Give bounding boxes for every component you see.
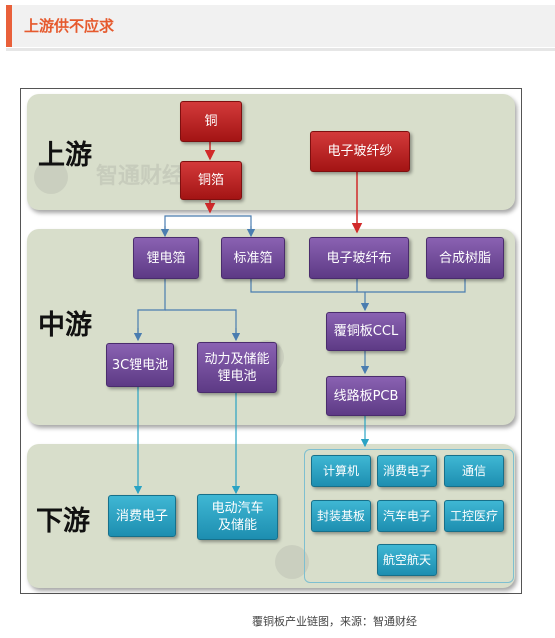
section-label-upstream: 上游	[38, 140, 92, 171]
connector-materials-ccl	[250, 278, 466, 293]
node-auto-electronics: 汽车电子	[377, 500, 437, 532]
node-computer: 计算机	[311, 455, 371, 487]
section-label-midstream: 中游	[38, 310, 92, 341]
node-ev-storage: 电动汽车 及储能	[197, 494, 278, 540]
header-title: 上游供不应求	[24, 17, 115, 35]
connector-lifoil-3c	[137, 278, 166, 338]
node-copper: 铜	[180, 101, 242, 142]
node-aerospace: 航空航天	[377, 544, 437, 576]
connector-foil-split	[164, 215, 252, 234]
header-accent-bar	[6, 5, 12, 47]
node-consumer-electronics-2: 消费电子	[377, 455, 437, 487]
node-resin: 合成树脂	[426, 237, 504, 279]
section-label-downstream: 下游	[36, 506, 90, 537]
node-consumer-electronics: 消费电子	[108, 495, 176, 537]
figure-caption: 覆铜板产业链图，来源：智通财经	[252, 615, 417, 628]
watermark-text: 智通财经	[96, 164, 185, 189]
node-std-foil: 标准箔	[221, 237, 285, 279]
node-glass-cloth: 电子玻纤布	[309, 237, 409, 279]
upstream-panel	[27, 94, 515, 210]
node-pcb: 线路板PCB	[326, 376, 406, 416]
section-header: 上游供不应求	[6, 5, 555, 51]
header-divider	[6, 48, 555, 51]
node-packaging-substrate: 封装基板	[311, 500, 371, 532]
node-ccl: 覆铜板CCL	[326, 312, 406, 351]
node-industrial-medical: 工控医疗	[444, 500, 504, 532]
node-3c-battery: 3C锂电池	[106, 343, 174, 387]
node-glass-yarn: 电子玻纤纱	[310, 131, 410, 172]
watermark-logo	[275, 545, 309, 579]
node-li-foil: 锂电箔	[133, 237, 199, 279]
node-telecom: 通信	[444, 455, 504, 487]
application-group-box	[304, 449, 514, 583]
node-copper-foil: 铜箔	[180, 161, 242, 200]
watermark-logo	[34, 160, 68, 194]
node-power-battery: 动力及储能 锂电池	[197, 342, 277, 393]
connector-lifoil-power	[165, 309, 237, 338]
